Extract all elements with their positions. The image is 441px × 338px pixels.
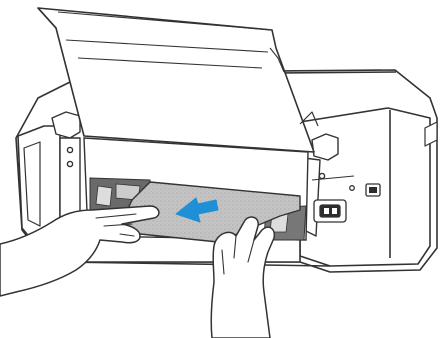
- right-hand-icon: [211, 217, 274, 338]
